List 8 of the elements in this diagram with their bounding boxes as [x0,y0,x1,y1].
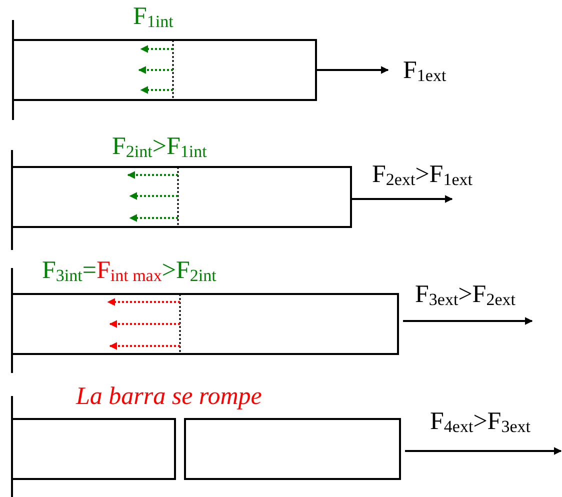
force-label: F$_{1ext}$ [403,57,446,85]
force-label: F$_{2int}$>F$_{1int}$ [112,133,207,161]
force-label: F$_{4ext}$>F$_{3ext}$ [430,408,530,436]
force-label: F$_{3ext}$>F$_{2ext}$ [415,281,516,309]
force-label: F$_{2ext}$>F$_{1ext}$ [372,161,472,189]
note-text: La barra se rompe [76,383,262,411]
force-label: F$_{3int}$=F$_{int max}$>F$_{2int}$ [42,257,216,285]
force-label: F$_{1int}$ [133,3,174,31]
